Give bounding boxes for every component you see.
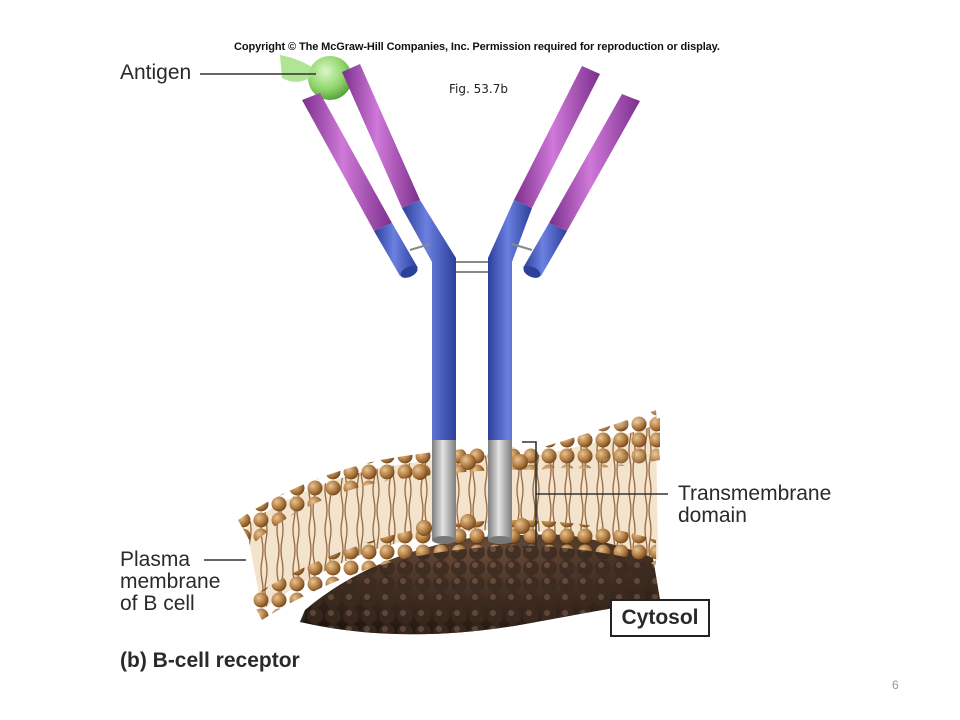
left-heavy-chain [342,64,456,544]
plasma-membrane-label: Plasma membrane of B cell [120,549,220,615]
plasma-membrane-label-line1: Plasma [120,548,191,571]
cytosol-label: Cytosol [621,606,699,629]
plasma-membrane-label-line3: of B cell [120,592,195,615]
transmembrane-label: Transmembrane domain [678,483,831,527]
membrane-surface-heads [540,410,660,469]
disulfide-bridges [409,243,533,273]
page-number: 6 [892,678,899,692]
antigen-label: Antigen [120,61,192,84]
copyright-notice: Copyright © The McGraw-Hill Companies, I… [234,41,720,53]
figure-caption: (b) B-cell receptor [120,649,300,672]
cytosol-texture [300,534,660,635]
transmembrane-label-line1: Transmembrane [678,482,832,505]
inner-leaflet-heads [250,520,656,620]
antigen-shadow [280,55,318,82]
cytosol-label-box: Cytosol [610,599,710,637]
figure-reference: Fig. 53.7b [449,82,508,96]
left-light-chain [302,93,418,278]
front-lipid-heads [412,454,530,536]
transmembrane-label-line2: domain [678,504,747,527]
right-light-chain [523,94,640,278]
antigen-particle [308,56,352,100]
right-heavy-chain [488,66,600,544]
plasma-membrane-label-line2: membrane [120,570,221,593]
